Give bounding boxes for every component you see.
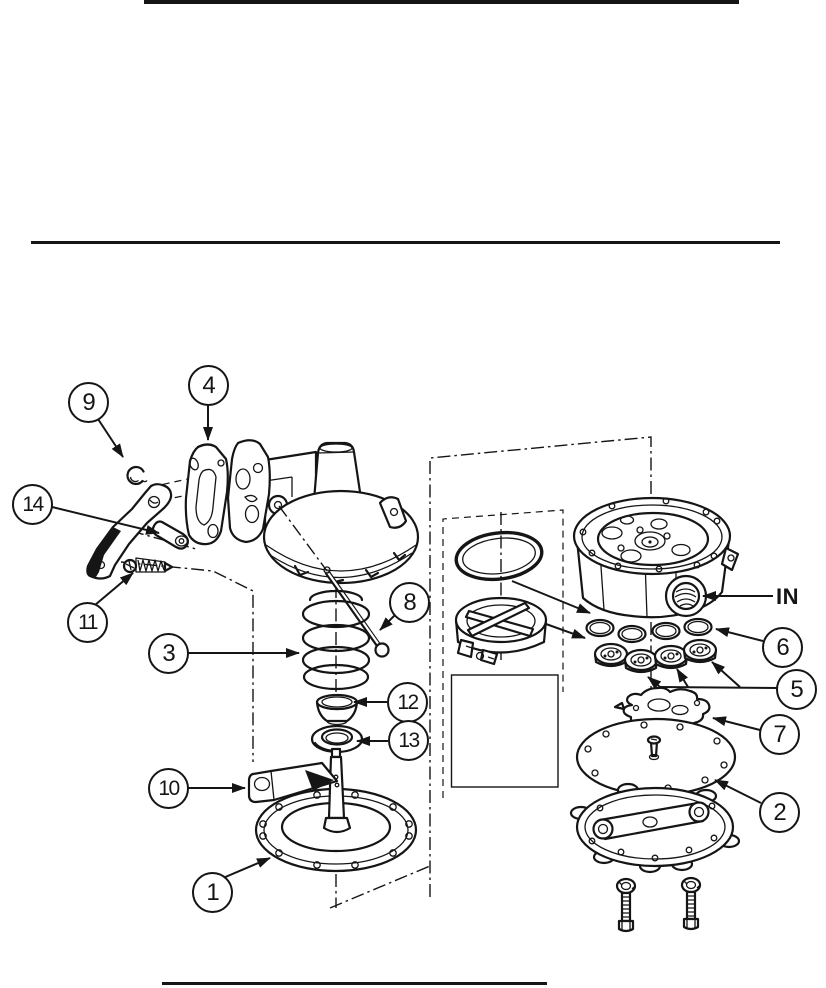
part-valve-assembly: [454, 596, 548, 666]
callout-13-label: 13: [398, 728, 420, 752]
part-gasket-4: [184, 443, 229, 546]
part-valve-plate: [226, 439, 271, 544]
part-cam-lever-10: [247, 761, 339, 804]
callout-9-label: 9: [82, 388, 95, 416]
part-valve-gasket-rings: [585, 617, 713, 644]
callout-9: 9: [68, 382, 109, 423]
callout-14-label: 14: [22, 492, 44, 516]
callout-11-label: 11: [78, 610, 98, 634]
construction-lines: [120, 436, 652, 909]
part-o-ring: [454, 530, 544, 582]
callout-7: 7: [759, 714, 800, 755]
callout-3: 3: [148, 633, 189, 674]
callout-5-label: 5: [790, 675, 803, 703]
callout-6-label: 6: [776, 633, 789, 661]
part-pull-rod: [322, 747, 352, 834]
callout-3-label: 3: [162, 639, 175, 667]
callout-5: 5: [776, 669, 817, 710]
callout-4: 4: [188, 365, 229, 406]
callout-12: 12: [387, 682, 428, 723]
callout-1: 1: [192, 872, 233, 913]
callout-8: 8: [389, 582, 430, 623]
callout-2-label: 2: [773, 798, 786, 826]
callout-10-label: 10: [158, 776, 180, 800]
callout-6: 6: [762, 627, 803, 668]
callout-2: 2: [759, 792, 800, 833]
part-rocker-rod-8: [323, 566, 390, 658]
callout-8-label: 8: [403, 588, 416, 616]
callout-1-label: 1: [206, 878, 219, 906]
lower-pump-body: [572, 496, 740, 619]
part-rocker-arm: [86, 483, 173, 580]
assembly-direction-arrows: [511, 580, 591, 639]
blank-label-box: [450, 674, 559, 788]
callout-4-label: 4: [202, 371, 215, 399]
callout-12-label: 12: [397, 690, 419, 714]
part-lower-cover: [569, 782, 741, 874]
part-valves: [593, 638, 718, 674]
section-divider-rule: [31, 241, 780, 244]
part-bolt-and-spring: [122, 557, 174, 574]
bottom-rule: [162, 982, 547, 985]
inlet-port-label: IN: [776, 584, 799, 609]
upper-pump-body: [262, 441, 420, 585]
part-diaphragm-plate-2: [575, 717, 737, 797]
part-cup-seal-12: [315, 693, 359, 726]
callout-14: 14: [12, 484, 53, 525]
callout-7-label: 7: [773, 720, 786, 748]
callout-10: 10: [148, 768, 189, 809]
callout-13: 13: [388, 720, 429, 761]
part-return-spring-3: [301, 589, 371, 691]
part-pivot-pin: [151, 520, 189, 550]
callout-11: 11: [67, 602, 108, 643]
top-rule: [144, 0, 739, 4]
part-mounting-screws: [615, 876, 702, 933]
part-seal-ring-13: [310, 724, 364, 754]
callout-leader-lines: [51, 404, 780, 879]
part-retainer-ring-9: [126, 465, 148, 486]
